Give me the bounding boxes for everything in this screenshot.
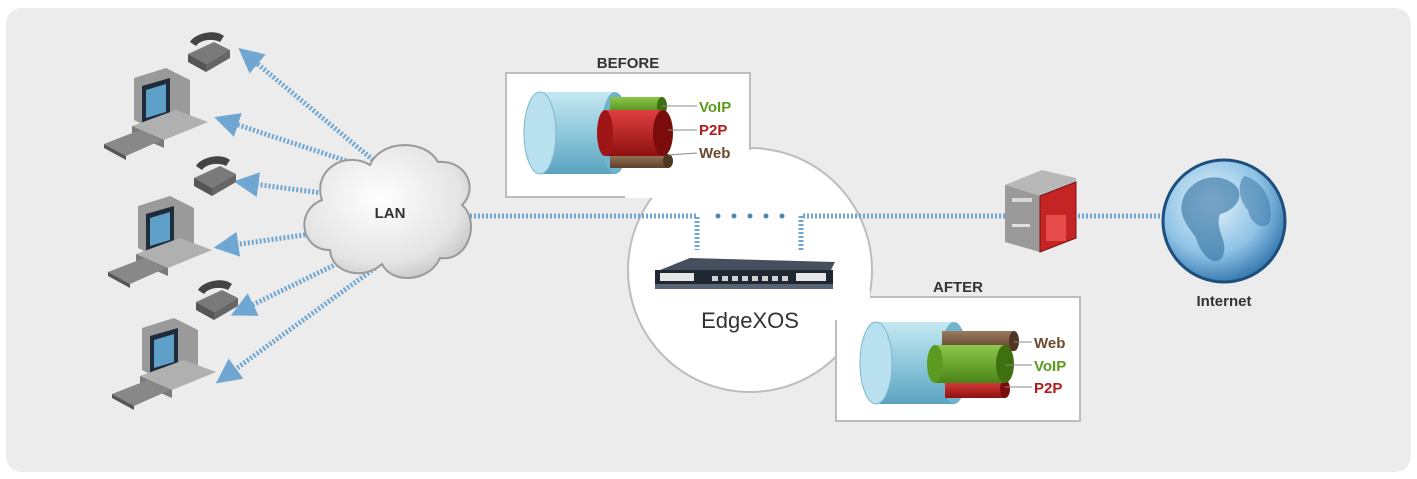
before-label-web: Web xyxy=(699,145,730,162)
internet-label: Internet xyxy=(1196,293,1251,310)
device-dots xyxy=(715,213,785,219)
device-label: EdgeXOS xyxy=(701,308,799,333)
after-label-p2p: P2P xyxy=(1034,380,1062,397)
before-title: BEFORE xyxy=(597,55,660,72)
after-label-web: Web xyxy=(1034,335,1065,352)
computer-icon xyxy=(104,68,208,160)
telephone-icon xyxy=(194,156,236,196)
lan-label: LAN xyxy=(375,205,406,222)
telephone-icon xyxy=(188,32,230,72)
after-label-voip: VoIP xyxy=(1034,358,1066,375)
before-label-voip: VoIP xyxy=(699,99,731,116)
globe-icon xyxy=(1161,158,1287,284)
server-icon xyxy=(1005,170,1077,253)
router-icon xyxy=(655,258,835,289)
cloud-icon xyxy=(303,144,472,279)
after-panel xyxy=(830,290,1081,422)
computer-icon xyxy=(112,318,216,410)
before-panel xyxy=(505,72,755,198)
after-title: AFTER xyxy=(933,279,983,296)
computer-icon xyxy=(108,196,212,288)
telephone-icon xyxy=(196,280,238,320)
before-label-p2p: P2P xyxy=(699,122,727,139)
